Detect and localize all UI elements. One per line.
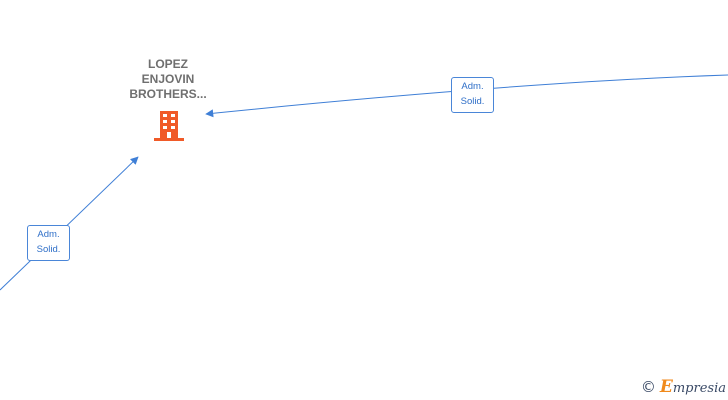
edge-label-line-2: Solid. xyxy=(36,244,61,255)
company-label-line-2: ENJOVIN xyxy=(141,72,195,86)
company-label-line-1: LOPEZ xyxy=(147,57,188,71)
company-node-label[interactable]: LOPEZ ENJOVIN BROTHERS... xyxy=(118,57,218,102)
logo-text: mpresia xyxy=(672,381,726,396)
logo-initial: E xyxy=(659,377,673,397)
copyright-icon: © xyxy=(640,378,656,396)
company-label-line-3: BROTHERS... xyxy=(129,87,207,101)
edge-line-left xyxy=(0,156,139,291)
building-icon[interactable] xyxy=(153,109,185,143)
edge-label-line-1: Adm. xyxy=(461,81,484,92)
empresia-watermark: © Empresia xyxy=(641,377,726,397)
edge-label-line-2: Solid. xyxy=(460,96,485,107)
edge-label-adm-solid-left[interactable]: Adm. Solid. xyxy=(27,225,70,261)
edge-label-adm-solid-right[interactable]: Adm. Solid. xyxy=(451,77,494,113)
edge-label-line-1: Adm. xyxy=(37,229,60,240)
empresia-logo: Empresia xyxy=(660,377,726,397)
